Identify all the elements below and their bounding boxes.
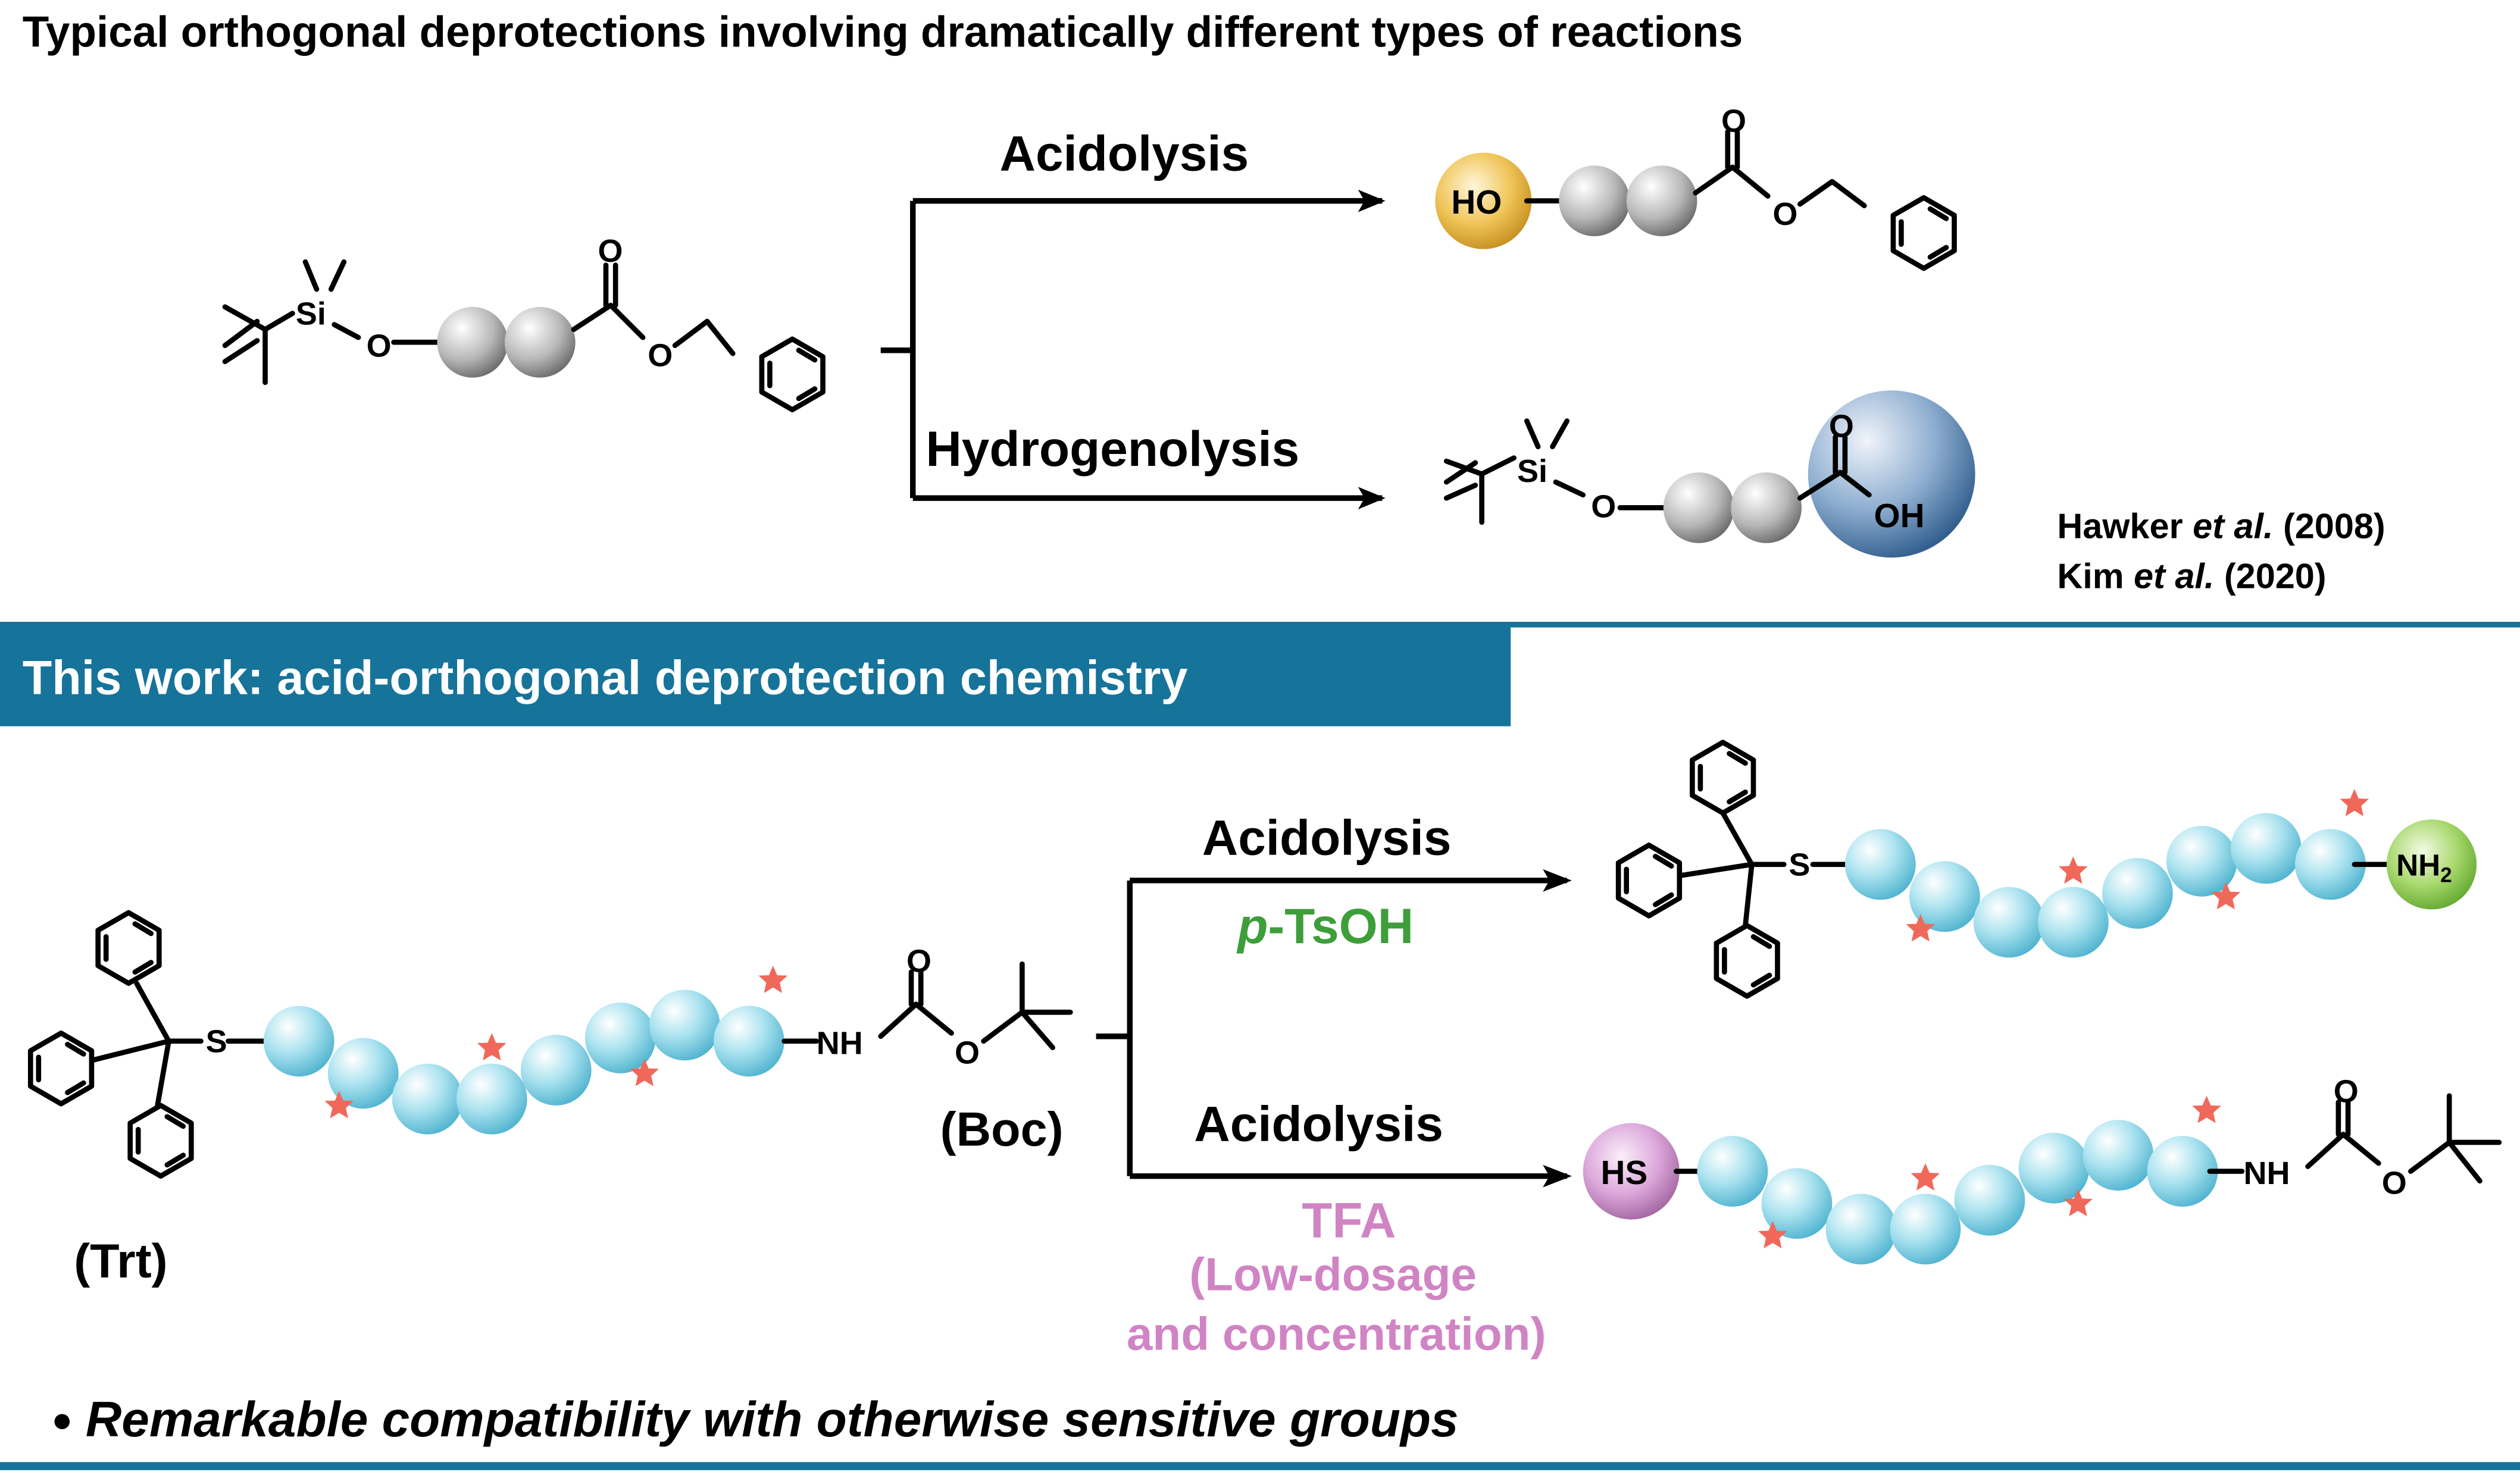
ho-label: HO — [1451, 184, 1502, 221]
peptide-bead — [263, 1006, 334, 1077]
peptide-bead — [1761, 1168, 1833, 1239]
peptide-bead — [456, 1063, 527, 1135]
peptide-bead — [2083, 1120, 2154, 1191]
polymer-bead — [1559, 165, 1630, 237]
s-label: S — [1789, 847, 1810, 883]
o-label: O — [1591, 489, 1616, 525]
peptide-bead — [1825, 1194, 1897, 1265]
peptide-bead — [2230, 813, 2302, 884]
ester-o-label: O — [1772, 196, 1797, 232]
nh2-label: NH2 — [2396, 848, 2452, 887]
peptide-bead — [392, 1063, 463, 1135]
footer-note: ●Remarkable compatibility with otherwise… — [51, 1391, 1458, 1447]
si-label: Si — [296, 296, 326, 332]
references: Hawker et al. (2008) Kim et al. (2020) — [2057, 506, 2385, 596]
peptide-bead — [1973, 887, 2044, 958]
peptide-bead — [2102, 858, 2173, 929]
star-icon — [2340, 788, 2369, 816]
reference-hawker: Hawker et al. (2008) — [2057, 506, 2385, 546]
carbonyl-o-label: O — [598, 233, 623, 269]
peptide-bead — [1909, 861, 1980, 932]
tfa-condition-line1: (Low-dosage — [1189, 1248, 1477, 1300]
product-alcohol: HO O O — [1435, 104, 1954, 269]
product-acid: Si O O OH — [1443, 390, 1975, 558]
branch-arrows-bottom — [1096, 869, 1572, 1188]
peptide-chain — [1697, 1095, 2221, 1265]
trt-label: (Trt) — [74, 1235, 167, 1288]
product-thiol: HS NH O O — [1583, 1073, 2502, 1265]
si-label: Si — [1517, 453, 1547, 489]
carbonyl-o-label: O — [2334, 1073, 2359, 1109]
peptide-bead — [327, 1038, 399, 1109]
section-divider — [0, 622, 2520, 628]
reagent-ptsoh: p-TsOH — [1236, 898, 1414, 954]
hydroxyl-sphere — [1435, 152, 1532, 249]
nh-label: NH — [2244, 1155, 2290, 1191]
reagent-acidolysis-ptsoh: Acidolysis — [1202, 810, 1452, 866]
boc-label: (Boc) — [940, 1103, 1064, 1156]
peptide-bead — [2018, 1132, 2090, 1204]
star-icon — [2192, 1095, 2221, 1123]
peptide-chain — [263, 965, 788, 1135]
reagent-acidolysis-top: Acidolysis — [1000, 125, 1249, 181]
carbonyl-o-label: O — [1829, 409, 1854, 444]
ester-o-label: O — [648, 338, 673, 374]
bullet-icon: ● — [51, 1399, 73, 1439]
peptide-bead — [520, 1035, 592, 1106]
carbonyl-o-label: O — [906, 944, 931, 979]
banner-text: This work: acid-orthogonal deprotection … — [23, 652, 1188, 705]
carboxyl-sphere — [1808, 390, 1975, 558]
peptide-bead — [649, 989, 720, 1061]
branch-arrows-top — [880, 189, 1386, 510]
star-icon — [1911, 1163, 1940, 1191]
star-icon — [2059, 856, 2088, 884]
peptide-bead — [584, 1003, 656, 1073]
peptide-bead — [1844, 829, 1916, 900]
nh-label: NH — [817, 1025, 863, 1061]
peptide-chain — [1844, 788, 2369, 958]
polymer-bead — [437, 306, 508, 378]
s-label: S — [206, 1024, 227, 1060]
peptide-bead — [713, 1006, 784, 1077]
peptide-bead — [2166, 826, 2237, 897]
product-amine: S NH2 — [1618, 743, 2477, 997]
hs-label: HS — [1600, 1154, 1647, 1192]
reference-kim: Kim et al. (2020) — [2057, 556, 2326, 596]
tfa-condition-line2: and concentration) — [1127, 1307, 1546, 1360]
o-label: O — [367, 328, 392, 364]
starting-material-tbs-bn: Si O O O — [222, 233, 823, 409]
reagent-acidolysis-tfa: Acidolysis — [1194, 1095, 1443, 1151]
oh-label: OH — [1874, 497, 1924, 535]
peptide-bead — [2147, 1136, 2218, 1207]
page-title: Typical orthogonal deprotections involvi… — [23, 8, 1743, 56]
polymer-bead — [504, 306, 576, 378]
amine-sphere — [2386, 819, 2477, 910]
this-work-banner — [0, 627, 1511, 726]
polymer-bead — [1663, 472, 1734, 543]
ester-o-label: O — [2382, 1165, 2407, 1201]
peptide-bead — [2294, 829, 2366, 900]
reagent-hydrogenolysis: Hydrogenolysis — [926, 421, 1299, 477]
carbonyl-o-label: O — [1721, 104, 1746, 139]
star-icon — [758, 965, 788, 993]
thiol-sphere — [1583, 1123, 1680, 1220]
peptide-bead — [1954, 1164, 2025, 1236]
polymer-bead — [1731, 472, 1802, 543]
footer-divider — [0, 1462, 2520, 1470]
ester-o-label: O — [955, 1035, 980, 1071]
polymer-bead — [1626, 165, 1697, 237]
reagent-tfa: TFA — [1302, 1192, 1396, 1248]
starting-material-trt-boc: S (Trt) NH O O (Boc) — [30, 913, 1073, 1288]
peptide-bead — [1697, 1136, 1768, 1207]
peptide-bead — [1890, 1194, 1961, 1265]
peptide-bead — [2037, 887, 2109, 958]
star-icon — [477, 1033, 506, 1061]
